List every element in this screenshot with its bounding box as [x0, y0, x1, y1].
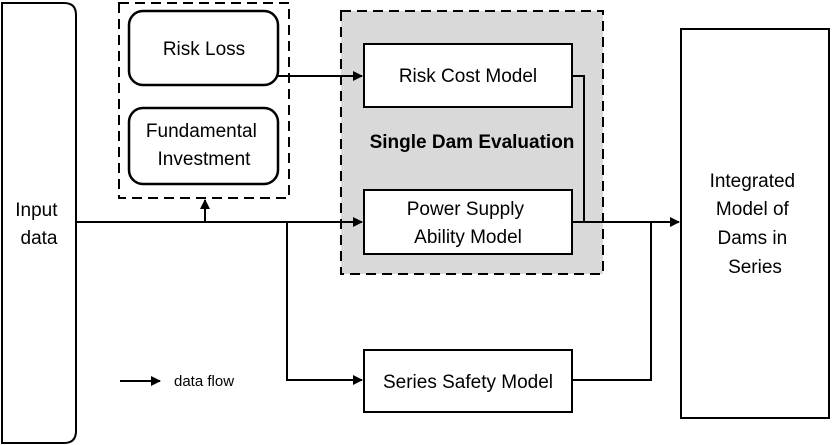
edge-risk-cost-output	[572, 75, 585, 222]
node-power-supply-ability-model-line-1: Power Supply	[407, 199, 525, 220]
node-fundamental-investment-box	[127, 106, 280, 186]
node-risk-cost-model: Risk Cost Model	[363, 43, 573, 108]
node-risk-loss-label: Risk Loss	[163, 39, 245, 60]
node-series-safety-model-line-1: Series Safety Model	[383, 372, 553, 393]
node-power-supply-ability-model-label: Power Supply Ability Model	[407, 199, 530, 248]
node-integrated-model-line-1: Integrated	[710, 171, 796, 192]
node-integrated-model-line-2: Model of	[716, 199, 790, 220]
node-power-supply-ability-model-line-2: Ability Model	[414, 227, 522, 248]
group-single-dam-evaluation-title: Single Dam Evaluation	[370, 132, 575, 153]
node-input-data-label: Input data	[15, 200, 63, 249]
node-fundamental-investment-line-1: Fundamental	[146, 121, 257, 142]
node-series-safety-model-label: Series Safety Model	[383, 372, 553, 393]
edges	[76, 71, 680, 385]
edge-series-safety-output	[572, 222, 652, 381]
node-input-data: Input data	[1, 2, 77, 444]
node-input-data-box	[1, 2, 77, 444]
legend-data-flow-label: data flow	[174, 373, 234, 390]
node-power-supply-ability-model: Power Supply Ability Model	[363, 189, 573, 255]
node-series-safety-model: Series Safety Model	[363, 349, 573, 413]
node-fundamental-investment: Fundamental Investment	[127, 106, 280, 186]
node-integrated-model-box	[680, 28, 830, 419]
node-integrated-model-line-4: Series	[728, 257, 782, 278]
edge-input-to-series-safety	[286, 222, 363, 385]
node-integrated-model-label: Integrated Model of Dams in Series	[710, 171, 801, 278]
node-integrated-model: Integrated Model of Dams in Series	[680, 28, 830, 419]
node-risk-loss: Risk Loss	[127, 9, 280, 87]
node-integrated-model-line-3: Dams in	[718, 228, 788, 249]
node-input-data-line-1: Input	[15, 200, 58, 221]
group-cost-inputs-box	[118, 2, 290, 199]
legend: data flow	[120, 373, 234, 390]
node-fundamental-investment-line-2: Investment	[158, 149, 252, 170]
node-input-data-line-2: data	[21, 228, 58, 249]
node-fundamental-investment-label: Fundamental Investment	[146, 121, 262, 170]
node-risk-cost-model-label: Risk Cost Model	[399, 66, 537, 87]
node-risk-loss-line-1: Risk Loss	[163, 39, 245, 60]
node-risk-cost-model-line-1: Risk Cost Model	[399, 66, 537, 87]
node-risk-loss-box	[127, 9, 280, 87]
node-series-safety-model-box	[363, 349, 573, 413]
